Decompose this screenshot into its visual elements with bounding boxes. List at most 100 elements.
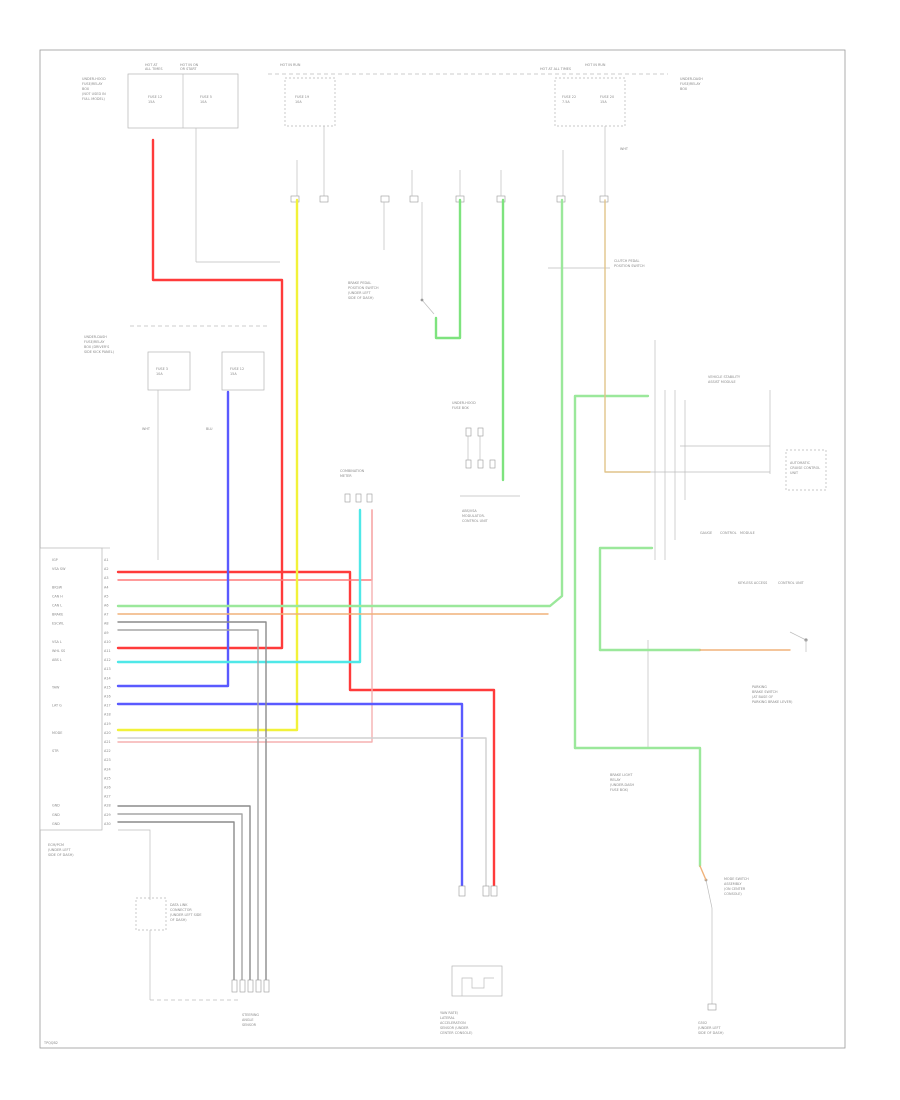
fuse-label-5: FUSE 20	[600, 95, 614, 99]
brake-switch-pivot	[420, 298, 424, 302]
svg-text:(UNDER LEFT: (UNDER LEFT	[348, 291, 371, 295]
ecm-pin-number: A3	[104, 576, 108, 580]
steering-sensor-label: STEERING ANGLE SENSOR	[242, 1013, 259, 1027]
combination-meter-label: COMBINATION METER	[340, 469, 365, 478]
wire-gray-3	[117, 805, 251, 981]
svg-text:BRAKE LIGHT: BRAKE LIGHT	[610, 773, 633, 777]
wire-yellow	[116, 198, 299, 732]
ecm-pin-number: A21	[104, 740, 111, 744]
svg-text:PARKING: PARKING	[752, 685, 767, 689]
ground-r-label: G502 (UNDER LEFT SIDE OF DASH)	[698, 1021, 724, 1035]
svg-text:CLUTCH PEDAL: CLUTCH PEDAL	[614, 259, 639, 263]
connector-row	[290, 195, 609, 203]
ecm-pin-number: A17	[104, 704, 111, 708]
under-dash-fuse-box-left-label: UNDER-DASH FUSE/RELAY BOX (DRIVER'S SIDE…	[84, 335, 115, 354]
svg-text:MODE SWITCH: MODE SWITCH	[724, 877, 749, 881]
wire-label-blu-mid: BLU	[206, 427, 213, 431]
vsa-switch-contact	[789, 631, 807, 641]
hot-label-7: HOT IN RUN	[585, 63, 606, 67]
svg-text:YAW RATE/: YAW RATE/	[440, 1011, 459, 1015]
fuse-label-1: FUSE 12	[148, 95, 162, 99]
hot-label-3: HOT IN ON	[180, 63, 199, 67]
svg-text:FUSE/RELAY: FUSE/RELAY	[680, 82, 701, 86]
ecm-pin-number: A18	[104, 713, 111, 717]
ecm-pin-number: A27	[104, 795, 111, 799]
svg-text:SENSOR (UNDER: SENSOR (UNDER	[440, 1026, 469, 1030]
ecm-pin-number: A8	[104, 622, 108, 626]
fuse-label-6: FUSE 3	[156, 367, 168, 371]
wire-orange-mode	[699, 865, 707, 881]
svg-text:CONTROL UNIT: CONTROL UNIT	[778, 581, 805, 585]
svg-text:SIDE KICK PANEL): SIDE KICK PANEL)	[84, 350, 115, 354]
svg-text:UNDER-DASH: UNDER-DASH	[680, 77, 703, 81]
brake-switch-label: BRAKE PEDAL POSITION SWITCH (UNDER LEFT …	[348, 281, 379, 300]
wire-label-wht-mid: WHT	[142, 427, 151, 431]
svg-text:METER: METER	[340, 474, 352, 478]
ecm-pin-label: GND	[52, 813, 60, 817]
fuse-label-2: FUSE 5	[200, 95, 212, 99]
ecm-pin-label: IGP	[52, 558, 58, 562]
svg-text:COMBINATION: COMBINATION	[340, 469, 365, 473]
svg-text:(AT BASE OF: (AT BASE OF	[752, 695, 773, 699]
svg-text:MODULATOR-: MODULATOR-	[462, 514, 486, 518]
under-dash-fuse-box-top-label: UNDER-DASH FUSE/RELAY BOX	[680, 77, 703, 91]
svg-text:CENTER CONSOLE): CENTER CONSOLE)	[440, 1031, 473, 1035]
wire-cyan	[116, 508, 362, 664]
yaw-rate-sensor	[451, 965, 503, 997]
fuse-label-3: FUSE 19	[295, 95, 309, 99]
wire-pink-meter	[117, 509, 373, 743]
wire-data-link	[118, 829, 151, 900]
auto-cruise-unit-box	[785, 449, 827, 491]
svg-text:FUSE/RELAY: FUSE/RELAY	[82, 82, 103, 86]
svg-text:ABS/VSA: ABS/VSA	[462, 509, 477, 513]
fuse-amp-1: 15A	[148, 100, 155, 104]
svg-text:DATA LINK: DATA LINK	[170, 903, 188, 907]
fuse-amp-6: 10A	[156, 372, 163, 376]
ecm-pin-label: GND	[52, 822, 60, 826]
ecm-pin-label: ABS L	[52, 658, 62, 662]
ecm-pin-label: MODE	[52, 731, 62, 735]
svg-text:(NOT USED IN: (NOT USED IN	[82, 92, 106, 96]
ecm-pin-number: A4	[104, 585, 108, 589]
wire-gray-1	[117, 621, 267, 981]
ecm-pin-label: CAN L	[52, 604, 62, 608]
ecm-pin-number: A29	[104, 813, 111, 817]
svg-text:BOX: BOX	[680, 87, 688, 91]
ecm-pin-number: A10	[104, 640, 111, 644]
wire-green-mode	[573, 746, 702, 868]
wire-green-main	[116, 198, 564, 608]
svg-text:FUSE BOX: FUSE BOX	[452, 406, 470, 410]
steering-sensor-connector	[231, 979, 270, 993]
wire-white-abs	[117, 737, 487, 889]
wire-red-meter	[117, 509, 373, 581]
ecm-connector-block	[39, 547, 103, 831]
ecm-pin-number: A1	[104, 558, 108, 562]
ecm-pin-number: A16	[104, 695, 111, 699]
wire-label-wht-top: WHT	[620, 147, 629, 151]
parking-brake-label: PARKING BRAKE SWITCH (AT BASE OF PARKING…	[752, 685, 793, 704]
wire-green-vsa	[573, 394, 650, 750]
fuse-amp-7: 15A	[230, 372, 237, 376]
svg-text:OF DASH): OF DASH)	[170, 918, 187, 922]
wire-gray-4	[117, 813, 243, 981]
svg-text:STEERING: STEERING	[242, 1013, 259, 1017]
ecm-pin-number: A5	[104, 594, 108, 598]
svg-text:FUSE/RELAY: FUSE/RELAY	[84, 340, 105, 344]
ecm-pin-number: A9	[104, 631, 108, 635]
ecm-pin-label: CAN H	[52, 594, 63, 598]
vehicle-module-label: VEHICLE STABILITY ASSIST MODULE	[708, 375, 741, 384]
ecm-pin-number: A24	[104, 767, 111, 771]
svg-text:CONTROL UNIT: CONTROL UNIT	[462, 519, 489, 523]
svg-text:FULL MODEL): FULL MODEL)	[82, 97, 106, 101]
svg-text:(UNDER-DASH: (UNDER-DASH	[610, 783, 635, 787]
ecm-pin-label: VSA SW	[52, 567, 66, 571]
svg-text:KEYLESS ACCESS: KEYLESS ACCESS	[738, 581, 767, 585]
ecm-pin-label: BKSW	[52, 585, 63, 589]
svg-text:ASSIST MODULE: ASSIST MODULE	[708, 380, 736, 384]
svg-text:BOX (DRIVER'S: BOX (DRIVER'S	[84, 345, 109, 349]
ecm-pin-label: LAT G	[52, 704, 62, 708]
svg-text:CONTROL: CONTROL	[720, 531, 737, 535]
wire-green-brake	[434, 198, 462, 340]
ecm-pin-number: A26	[104, 786, 111, 790]
brake-switch-contact	[421, 299, 435, 315]
